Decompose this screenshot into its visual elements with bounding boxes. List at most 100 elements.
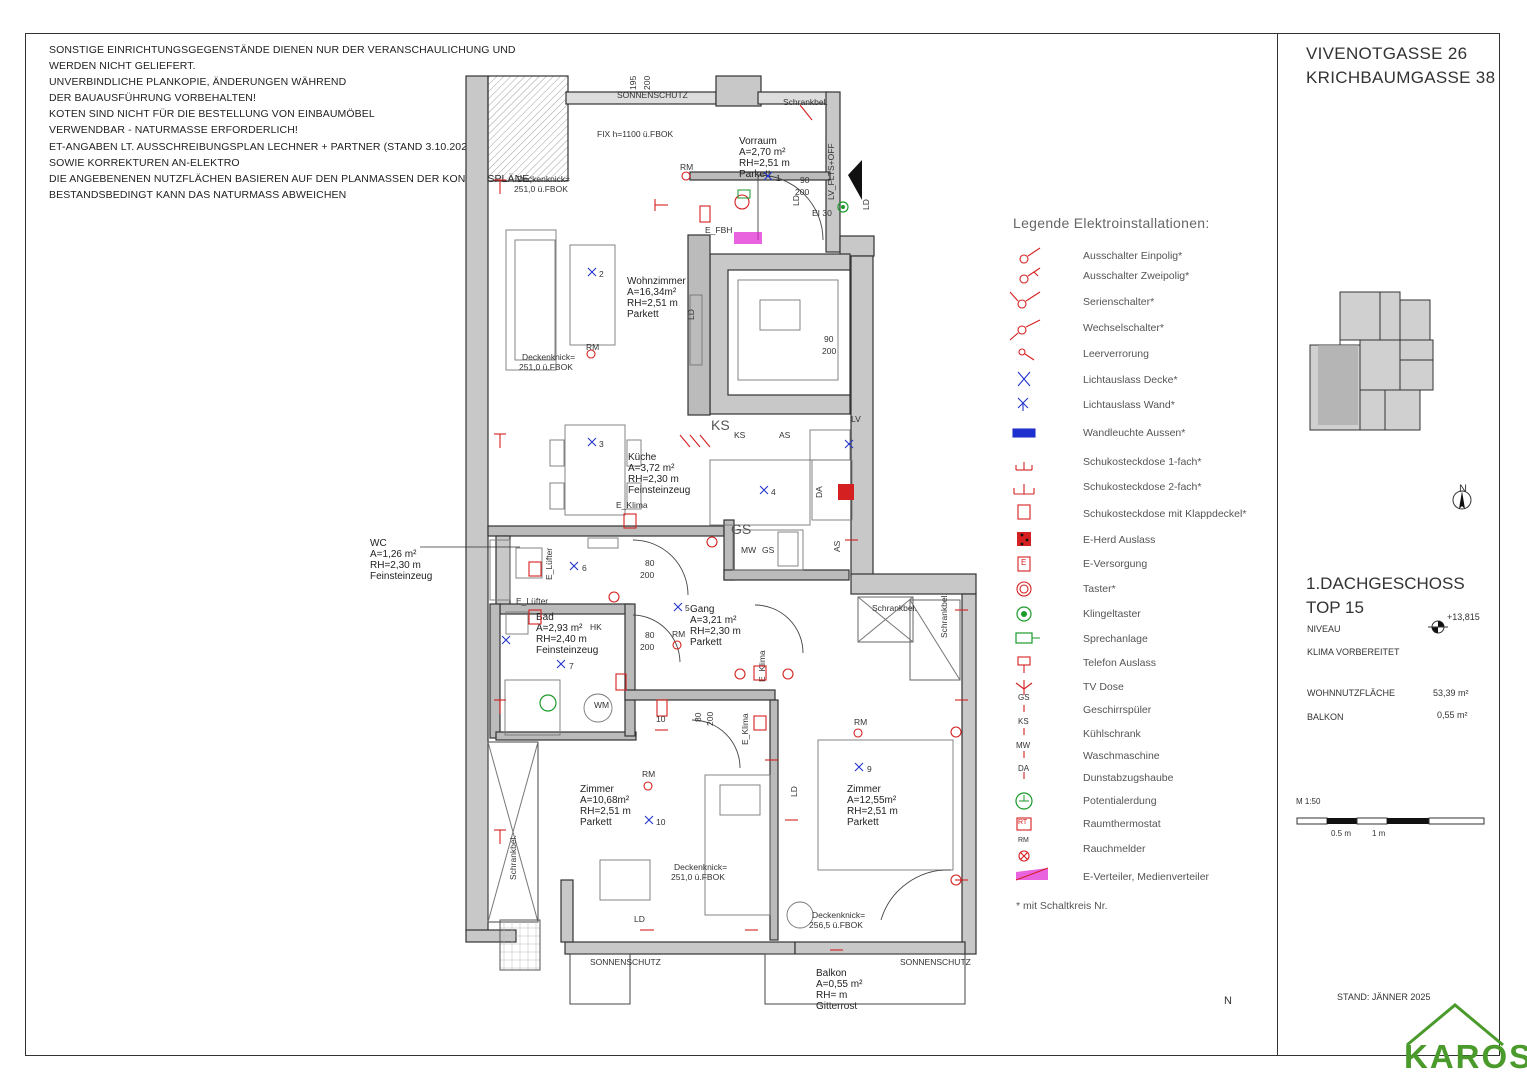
niveau-label: NIVEAU	[1307, 624, 1341, 634]
floor-name: 1.DACHGESCHOSS	[1306, 574, 1465, 593]
address-line-2: KRICHBAUMGASSE 38	[1306, 68, 1496, 87]
svg-text:RH=2,30 m: RH=2,30 m	[690, 626, 741, 637]
svg-text:Parkett: Parkett	[580, 817, 612, 828]
room-gang: Gang A=3,21 m² RH=2,30 m Parkett	[690, 604, 741, 648]
svg-text:E_Lüfter: E_Lüfter	[544, 548, 554, 580]
svg-text:EI 30: EI 30	[812, 208, 832, 218]
svg-text:10: 10	[656, 714, 666, 724]
svg-text:RM: RM	[642, 769, 655, 779]
note-line: DIE ANGEBENENEN NUTZFLÄCHEN BASIEREN AUF…	[49, 172, 533, 185]
balkon-label: BALKON	[1307, 712, 1344, 722]
svg-text:10: 10	[656, 817, 666, 827]
note-line: KOTEN SIND NICHT FÜR DIE BESTELLUNG VON …	[49, 108, 375, 121]
potentialerdung-icon	[539, 694, 557, 712]
svg-text:Parkett: Parkett	[690, 637, 722, 648]
svg-text:Balkon: Balkon	[816, 968, 847, 979]
svg-text:Schrankbel.: Schrankbel.	[939, 593, 949, 638]
svg-text:Deckenknick=: Deckenknick=	[812, 910, 865, 920]
svg-text:Schrankbel.: Schrankbel.	[783, 97, 828, 107]
svg-text:GS: GS	[762, 545, 775, 555]
floor-info: 1.DACHGESCHOSS TOP 15	[1306, 572, 1465, 620]
svg-text:90: 90	[824, 334, 834, 344]
svg-text:A=2,93 m²: A=2,93 m²	[536, 623, 583, 634]
svg-text:LD: LD	[861, 199, 871, 210]
legend-item: Leerverrorung	[1083, 348, 1149, 360]
svg-text:Küche: Küche	[628, 452, 657, 463]
svg-text:1: 1	[776, 173, 781, 183]
room-balkon: Balkon A=0,55 m² RH= m Gitterrost	[816, 968, 863, 1012]
svg-text:LD: LD	[634, 914, 645, 924]
svg-text:LV_FLTS+OFF: LV_FLTS+OFF	[826, 143, 836, 200]
svg-text:256,5 ü.FBOK: 256,5 ü.FBOK	[809, 920, 863, 930]
legend-item: Taster*	[1083, 583, 1116, 595]
svg-text:80: 80	[693, 712, 703, 722]
entrance-arrow	[848, 160, 862, 200]
room-zimmer-10: Zimmer A=10,68m² RH=2,51 m Parkett	[580, 784, 631, 828]
svg-text:Feinsteinzeug: Feinsteinzeug	[370, 571, 432, 582]
svg-text:Deckenknick=: Deckenknick=	[522, 352, 575, 362]
legend-item: Klingeltaster	[1083, 608, 1141, 620]
legend-title: Legende Elektroinstallationen:	[1013, 215, 1210, 231]
svg-text:251,0 ü.FBOK: 251,0 ü.FBOK	[519, 362, 573, 372]
svg-text:Gang: Gang	[690, 604, 714, 615]
plan-annotations: Schrankbel. Schrankbel. Schrankbel. Schr…	[508, 76, 971, 967]
svg-text:RM: RM	[680, 162, 693, 172]
svg-text:A=3,21 m²: A=3,21 m²	[690, 615, 737, 626]
furniture	[489, 229, 954, 929]
svg-text:A=3,72 m²: A=3,72 m²	[628, 463, 675, 474]
svg-text:Feinsteinzeug: Feinsteinzeug	[628, 485, 690, 496]
niveau-value: +13,815	[1447, 612, 1480, 622]
svg-text:RH=2,51 m: RH=2,51 m	[847, 806, 898, 817]
svg-text:Schrankbel.: Schrankbel.	[508, 835, 518, 880]
title-block-divider	[1277, 33, 1278, 1056]
svg-text:DA: DA	[814, 486, 824, 498]
svg-text:251,0 ü.FBOK: 251,0 ü.FBOK	[671, 872, 725, 882]
legend-item: Dunstabzugshaube	[1083, 772, 1174, 784]
room-bad: Bad A=2,93 m² RH=2,40 m Feinsteinzeug	[536, 612, 598, 656]
e-herd-icon	[838, 484, 854, 500]
svg-text:MW: MW	[741, 545, 756, 555]
svg-text:RM: RM	[586, 342, 599, 352]
svg-text:80: 80	[645, 558, 655, 568]
legend-mw-code: MW	[1016, 741, 1031, 750]
legend-item: Geschirrspüler	[1083, 704, 1152, 716]
floor-plan: Vorraum A=2,70 m² RH=2,51 m Parkett Wohn…	[370, 75, 977, 1012]
svg-text:Bad: Bad	[536, 612, 554, 623]
svg-text:A=1,26 m²: A=1,26 m²	[370, 549, 417, 560]
svg-text:E_Klima: E_Klima	[740, 713, 750, 745]
svg-text:90: 90	[800, 175, 810, 185]
svg-text:A=2,70 m²: A=2,70 m²	[739, 147, 786, 158]
svg-text:4: 4	[771, 487, 776, 497]
legend-item: E-Versorgung	[1083, 558, 1148, 570]
legend-item: Kühlschrank	[1083, 728, 1141, 740]
svg-text:RM: RM	[854, 717, 867, 727]
svg-text:Zimmer: Zimmer	[580, 784, 615, 795]
svg-text:FIX h=1100 ü.FBOK: FIX h=1100 ü.FBOK	[597, 129, 673, 139]
electrical-symbols	[494, 104, 968, 951]
svg-text:LD: LD	[789, 786, 799, 797]
legend-rt-code: RT	[1018, 819, 1028, 826]
svg-text:WM: WM	[594, 700, 609, 710]
svg-text:Zimmer: Zimmer	[847, 784, 882, 795]
svg-text:80: 80	[645, 630, 655, 640]
svg-text:A=16,34m²: A=16,34m²	[627, 287, 677, 298]
svg-text:200: 200	[822, 346, 836, 356]
light-outlets	[501, 171, 864, 825]
scale-tick-1: 0.5 m	[1331, 829, 1352, 838]
svg-text:Deckenknick=: Deckenknick=	[674, 862, 727, 872]
svg-text:GS: GS	[731, 521, 751, 537]
legend-item: Serienschalter*	[1083, 296, 1155, 308]
legend-note: * mit Schaltkreis Nr.	[1016, 900, 1108, 912]
svg-text:RH=2,40 m: RH=2,40 m	[536, 634, 587, 645]
legend-item: E-Verteiler, Medienverteiler	[1083, 871, 1210, 883]
svg-text:Gitterrost: Gitterrost	[816, 1001, 857, 1012]
top-number: TOP 15	[1306, 598, 1364, 617]
legend-item: Schukosteckdose 1-fach*	[1083, 456, 1202, 468]
svg-text:Parkett: Parkett	[847, 817, 879, 828]
doors	[632, 174, 952, 921]
svg-text:RH=2,30 m: RH=2,30 m	[370, 560, 421, 571]
legend-item: TV Dose	[1083, 681, 1124, 693]
plan-notes: SONSTIGE EINRICHTUNGSGEGENSTÄNDE DIENEN …	[49, 42, 533, 203]
svg-text:RH=2,51 m: RH=2,51 m	[580, 806, 631, 817]
svg-text:Parkett: Parkett	[739, 169, 771, 180]
